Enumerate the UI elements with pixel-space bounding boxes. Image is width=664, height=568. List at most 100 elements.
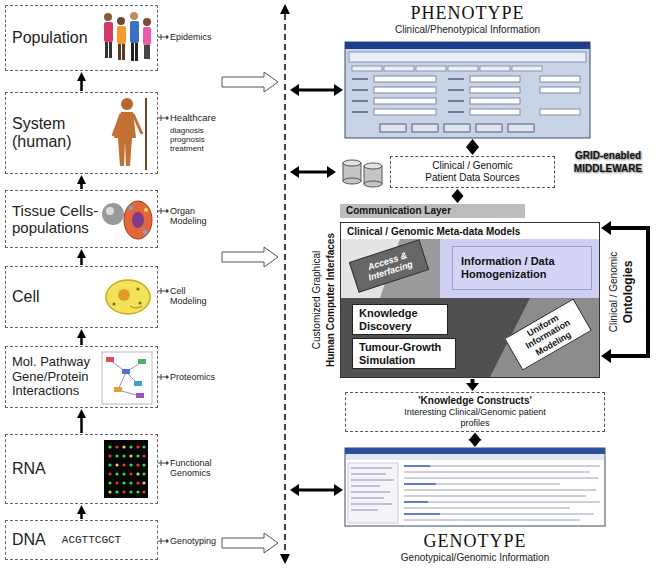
microarray-picture <box>129 481 132 484</box>
genotype-screenshot <box>404 513 440 515</box>
leader-mark <box>158 460 165 466</box>
tissue-picture <box>143 230 147 234</box>
phenotype-screenshot <box>416 66 446 71</box>
connector-arrow <box>452 189 464 203</box>
pathway-picture <box>138 359 146 364</box>
population-picture <box>104 22 113 42</box>
pathway-picture <box>114 387 122 392</box>
meta-model-ground <box>341 298 599 377</box>
arrow-head <box>77 329 86 338</box>
node-text: Knowledge Discovery <box>359 307 441 332</box>
microarray-picture <box>142 445 145 448</box>
connector-line <box>80 417 83 433</box>
node-text: Mol. Pathway Gene/Protein Interactions <box>12 355 102 400</box>
phenotype-screenshot <box>384 66 414 71</box>
population-picture <box>130 12 138 20</box>
leader-mark <box>166 540 168 542</box>
leader-mark <box>158 374 165 380</box>
cell-picture <box>106 280 150 314</box>
phenotype-screenshot <box>448 78 464 80</box>
module-box: Knowledge Discovery <box>352 304 448 335</box>
phenotype-screenshot <box>470 98 520 104</box>
microarray-picture <box>122 463 125 466</box>
population-picture <box>135 43 138 61</box>
module-box: Access & Interfacing <box>349 239 429 292</box>
phenotype-screenshot <box>470 87 520 93</box>
double-arrow <box>290 484 299 496</box>
node-text: 'Knowledge Constructs' <box>418 395 532 407</box>
database-icon <box>364 181 382 187</box>
genotype-screenshot <box>351 486 380 487</box>
phenotype-screenshot <box>352 89 368 91</box>
genotype-screenshot <box>351 498 384 499</box>
genotype-screenshot <box>351 510 378 511</box>
phenotype-screenshot <box>352 78 368 80</box>
genotype-screenshot <box>404 514 594 515</box>
node-text: RNA <box>12 460 100 478</box>
phenotype-screenshot <box>480 66 510 71</box>
module-box: Information / Data Homogenization <box>452 246 592 290</box>
population-picture <box>144 45 147 59</box>
connector-arrow <box>77 505 86 519</box>
arrow-head <box>77 72 86 81</box>
node-text: Communication Layer <box>346 205 519 217</box>
genotype-screenshot <box>345 448 605 526</box>
genotype-screenshot <box>404 472 590 473</box>
microarray-picture <box>108 463 111 466</box>
double-arrow <box>298 489 335 492</box>
leader-mark <box>158 115 165 121</box>
double-arrow <box>290 84 343 496</box>
population-picture <box>143 18 151 26</box>
phenotype-screenshot <box>345 42 590 138</box>
population-picture <box>131 43 134 61</box>
microarray-picture <box>108 454 111 457</box>
genotype-screenshot <box>404 496 586 497</box>
double-arrow <box>334 84 343 96</box>
microarray-picture <box>142 454 145 457</box>
phenotype-screenshot <box>448 66 478 71</box>
level-box: System (human) <box>5 92 158 174</box>
phenotype-screenshot <box>374 109 436 115</box>
cell-picture <box>138 301 141 304</box>
genotype-screenshot <box>404 484 560 485</box>
node-text: Population <box>12 29 100 47</box>
genotype-screenshot <box>351 474 386 475</box>
meta-model-box: Clinical / Genomic Meta-data ModelsAcces… <box>340 222 600 378</box>
meta-model-ground <box>341 239 440 298</box>
arrow-head <box>452 196 464 203</box>
phenotype-screenshot <box>374 76 436 82</box>
phenotype-screenshot <box>352 100 368 102</box>
cell-picture <box>112 302 115 305</box>
phenotype-screenshot <box>380 124 406 132</box>
database-icon <box>343 160 361 166</box>
microarray-picture <box>136 490 139 493</box>
microarray-picture <box>129 472 132 475</box>
population-picture <box>143 27 151 45</box>
microarray-picture <box>142 490 145 493</box>
node-text: Information / Data Homogenization <box>461 255 583 281</box>
microarray-picture <box>115 463 118 466</box>
tissue-picture <box>124 201 152 239</box>
microarray-picture <box>129 445 132 448</box>
connector-arrow <box>469 433 482 447</box>
ontology-bracket <box>601 349 611 363</box>
scale-axis <box>280 4 290 564</box>
genotype-screenshot <box>404 466 440 514</box>
genotype-screenshot <box>404 483 436 485</box>
meta-model-ground <box>490 298 599 377</box>
genotype-screenshot <box>348 463 398 523</box>
tissue-picture <box>102 201 152 239</box>
arrow-head <box>77 409 86 418</box>
side-label: Proteomics <box>170 372 230 382</box>
side-label: Healthcare <box>170 113 230 124</box>
connector-arrow <box>466 139 479 155</box>
scale-axis <box>284 14 286 554</box>
vertical-label: Clinical / Genomic <box>608 252 619 333</box>
ontology-bracket <box>610 354 650 358</box>
genotype-screenshot <box>404 508 570 509</box>
leader-mark <box>166 462 168 464</box>
node-text: DNA <box>12 531 46 549</box>
node-text: Access & Interfacing <box>354 246 423 286</box>
genotype-screenshot <box>351 468 394 510</box>
genotype-screenshot <box>404 478 598 479</box>
